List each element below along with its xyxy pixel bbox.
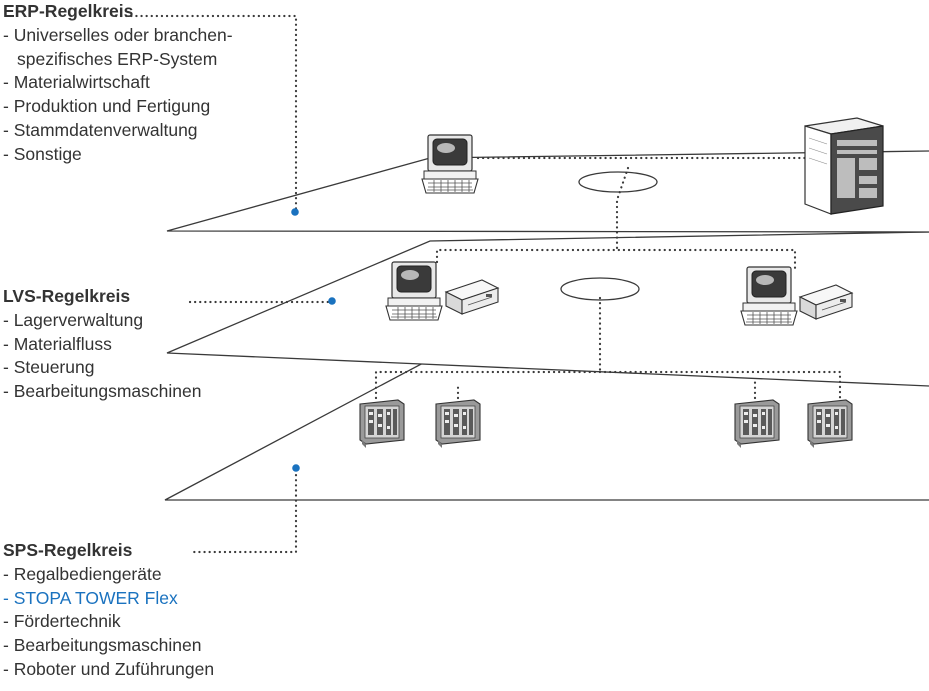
lvs-printer-left-icon	[445, 279, 499, 315]
lvs-printer-right-icon	[799, 284, 853, 320]
sps-marker	[292, 464, 300, 472]
lvs-workstation-left-icon	[385, 261, 443, 321]
sps-network-line	[374, 370, 842, 400]
lvs-network-ring	[560, 277, 640, 301]
erp-item-erp-system-cont: spezifisches ERP-System	[17, 48, 218, 69]
erp-workstation-icon	[421, 134, 479, 194]
erp-lvs-link	[615, 166, 630, 254]
sps-item-stopa-tower-link[interactable]: - STOPA TOWER Flex	[3, 587, 178, 608]
lvs-title: LVS-Regelkreis	[3, 286, 131, 306]
sps-item-robots: - Roboter und Zuführungen	[3, 658, 215, 679]
sps-plane	[164, 361, 929, 501]
sps-controller-4-icon	[807, 399, 853, 449]
sps-description: SPS-Regelkreis - Regalbediengeräte - STO…	[3, 539, 214, 682]
erp-item-erp-system: - Universelles oder branchen-	[3, 24, 233, 45]
lvs-item-material-flow: - Materialfluss	[3, 333, 112, 354]
lvs-network-line	[435, 248, 797, 270]
sps-controller-1-icon	[359, 399, 405, 449]
lvs-description: LVS-Regelkreis - Lagerverwaltung - Mater…	[3, 285, 201, 404]
erp-item-production: - Produktion und Fertigung	[3, 96, 211, 117]
erp-title: ERP-Regelkreis	[3, 1, 134, 21]
sps-item-conveyor: - Fördertechnik	[3, 611, 121, 632]
erp-item-other: - Sonstige	[3, 143, 82, 164]
erp-item-materials: - Materialwirtschaft	[3, 72, 150, 93]
sps-item-machines: - Bearbeitungsmaschinen	[3, 635, 202, 656]
lvs-item-warehouse: - Lagerverwaltung	[3, 309, 144, 330]
sps-item-rack-devices: - Regalbediengeräte	[3, 563, 162, 584]
lvs-marker	[328, 297, 336, 305]
erp-network-ring	[578, 171, 658, 193]
erp-plane	[166, 150, 929, 233]
erp-item-master-data: - Stammdatenverwaltung	[3, 119, 198, 140]
lvs-item-machines: - Bearbeitungsmaschinen	[3, 381, 202, 402]
sps-controller-2-icon	[435, 399, 481, 449]
lvs-item-control: - Steuerung	[3, 357, 95, 378]
lvs-plane	[166, 231, 929, 387]
server-tower-icon	[804, 117, 884, 215]
erp-description: ERP-Regelkreis - Universelles oder branc…	[3, 0, 233, 167]
sps-controller-3-icon	[734, 399, 780, 449]
erp-marker	[291, 208, 299, 216]
lvs-workstation-right-icon	[740, 266, 798, 326]
sps-title: SPS-Regelkreis	[3, 540, 133, 560]
